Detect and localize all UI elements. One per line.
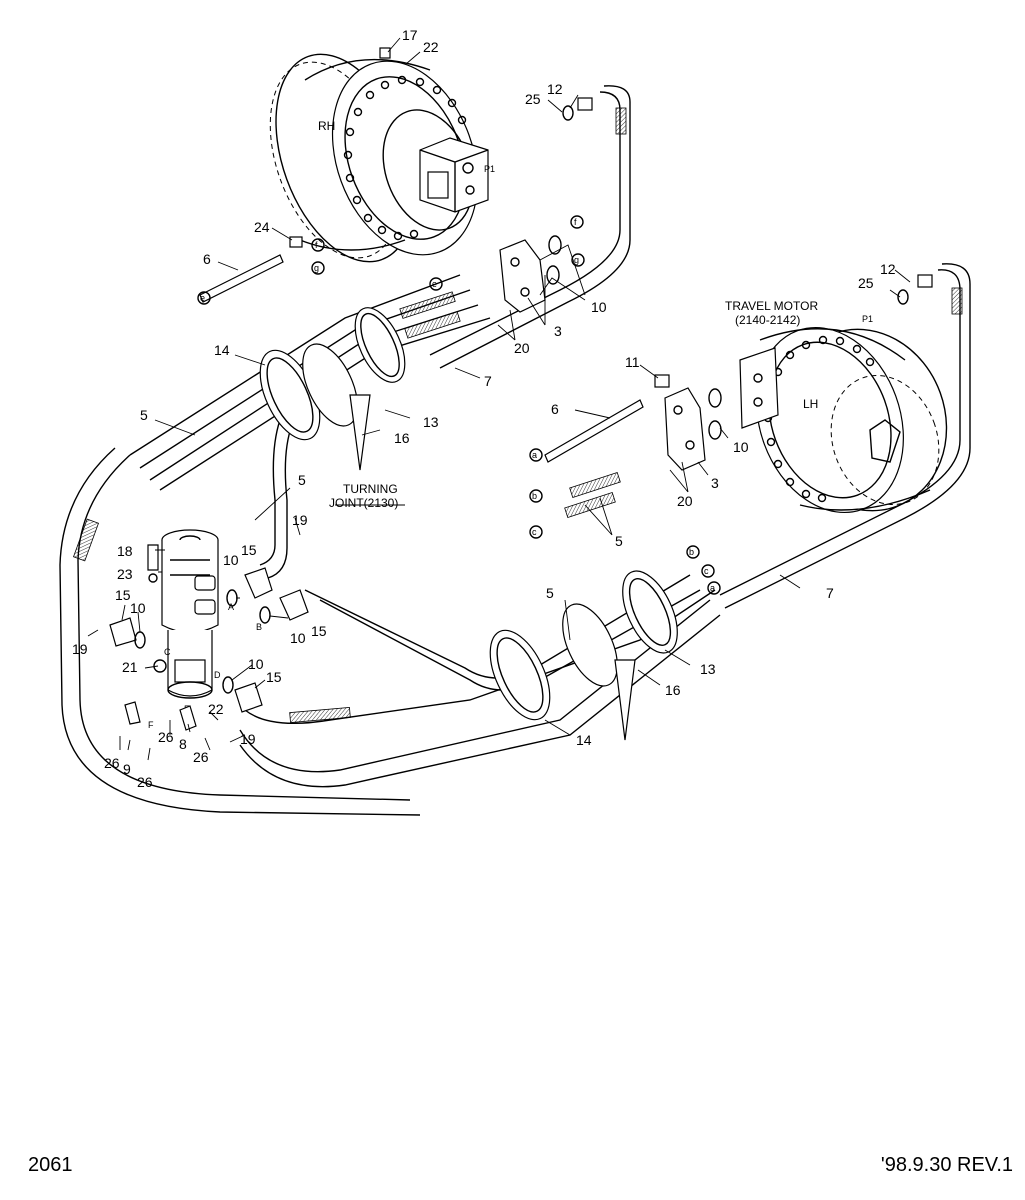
part-23: 23 <box>117 566 133 582</box>
travel-motor-label: TRAVEL MOTOR <box>725 299 818 313</box>
svg-text:g: g <box>314 263 319 273</box>
svg-text:b: b <box>532 491 537 501</box>
lh-label: LH <box>803 397 818 411</box>
svg-text:f: f <box>574 217 577 227</box>
part-14-lower: 14 <box>576 732 592 748</box>
part-8: 8 <box>179 736 187 752</box>
callout-a2: a <box>707 581 721 595</box>
part-3-right: 3 <box>711 475 719 491</box>
part-20-right: 20 <box>677 493 693 509</box>
part-19-lower: 19 <box>240 731 256 747</box>
part-13-top: 13 <box>423 414 439 430</box>
callout-e1: e <box>429 277 443 291</box>
part-6-right: 6 <box>551 401 559 417</box>
part-9: 9 <box>123 761 131 777</box>
svg-text:a: a <box>710 583 715 593</box>
part-22-top: 22 <box>423 39 439 55</box>
turning-joint-ref: JOINT(2130) <box>329 496 398 510</box>
svg-text:e: e <box>200 293 205 303</box>
part-19-left: 19 <box>72 641 88 657</box>
part-17: 17 <box>402 27 418 43</box>
part-22-lower: 22 <box>208 701 224 717</box>
part-13-lower: 13 <box>700 661 716 677</box>
part-10-center: 10 <box>223 552 239 568</box>
part-25-right: 25 <box>858 275 874 291</box>
callout-c2: c <box>701 564 715 578</box>
part-11: 11 <box>625 354 640 370</box>
svg-text:f: f <box>315 240 318 250</box>
part-10-top: 10 <box>591 299 607 315</box>
part-5-right: 5 <box>615 533 623 549</box>
part-10-lower: 10 <box>248 656 264 672</box>
tj-port-d: D <box>214 670 221 680</box>
lh-travel-motor: LH P1 <box>739 314 948 514</box>
svg-text:e: e <box>432 279 437 289</box>
svg-text:a: a <box>532 450 537 460</box>
svg-text:c: c <box>532 527 537 537</box>
callout-letters: e f g e f g a b c b c a <box>197 215 721 595</box>
part-20-top: 20 <box>514 340 530 356</box>
rh-port-mark: P1 <box>484 164 495 174</box>
svg-text:b: b <box>689 547 694 557</box>
part-15-mid: 15 <box>311 623 327 639</box>
svg-text:g: g <box>574 255 579 265</box>
part-16-top: 16 <box>394 430 410 446</box>
rh-travel-motor: RH P1 <box>269 53 495 263</box>
callout-c1: c <box>529 525 543 539</box>
leader-lines <box>87 37 911 761</box>
travel-motor-ref: (2140-2142) <box>735 313 800 327</box>
part-3-top: 3 <box>554 323 562 339</box>
rh-bolt-holes <box>343 75 467 241</box>
callout-f1: f <box>311 238 325 252</box>
part-15-lower: 15 <box>266 669 282 685</box>
lh-port-mark: P1 <box>862 314 873 324</box>
svg-text:c: c <box>704 566 709 576</box>
part-21: 21 <box>122 659 138 675</box>
turning-joint: A B C D E F <box>148 529 262 730</box>
callout-b2: b <box>686 545 700 559</box>
part-5-top: 5 <box>140 407 148 423</box>
part-5-lower: 5 <box>546 585 554 601</box>
part-15-center: 15 <box>241 542 257 558</box>
part-10-mid: 10 <box>290 630 306 646</box>
part-26-c: 26 <box>104 755 120 771</box>
part-24: 24 <box>254 219 270 235</box>
part-14-top: 14 <box>214 342 230 358</box>
part-7-right: 7 <box>826 585 834 601</box>
callout-f2: f <box>570 215 584 229</box>
tj-port-f: F <box>148 720 154 730</box>
part-26-d: 26 <box>137 774 153 790</box>
upper-clamps <box>259 307 406 471</box>
part-19-center: 19 <box>292 512 308 528</box>
part-5-center: 5 <box>298 472 306 488</box>
turning-joint-label: TURNING <box>343 482 398 496</box>
lower-clamps <box>489 570 678 741</box>
part-12-top: 12 <box>547 81 563 97</box>
revision-label: '98.9.30 REV.1 <box>880 1154 1013 1176</box>
tj-port-b: B <box>256 622 262 632</box>
part-7-top: 7 <box>484 373 492 389</box>
part-10-right: 10 <box>733 439 749 455</box>
tj-port-c: C <box>164 647 171 657</box>
callout-g1: g <box>311 261 325 275</box>
callout-g2: g <box>571 253 585 267</box>
page-number: 2061 <box>28 1154 73 1176</box>
part-18: 18 <box>117 543 133 559</box>
part-10-left: 10 <box>130 600 146 616</box>
part-25-top: 25 <box>525 91 541 107</box>
fittings <box>109 47 933 731</box>
part-12-right: 12 <box>880 261 896 277</box>
part-numbers: 17 22 12 25 24 6 10 3 20 7 14 5 13 16 12… <box>72 27 896 790</box>
callout-b1: b <box>529 489 543 503</box>
callout-a1: a <box>529 448 543 462</box>
part-15-left: 15 <box>115 587 131 603</box>
part-26-b: 26 <box>193 749 209 765</box>
tj-port-a: A <box>228 602 234 612</box>
rh-label: RH <box>318 119 335 133</box>
part-6-top: 6 <box>203 251 211 267</box>
part-26-a: 26 <box>158 729 174 745</box>
callout-e2: e <box>197 291 211 305</box>
part-16-lower: 16 <box>665 682 681 698</box>
